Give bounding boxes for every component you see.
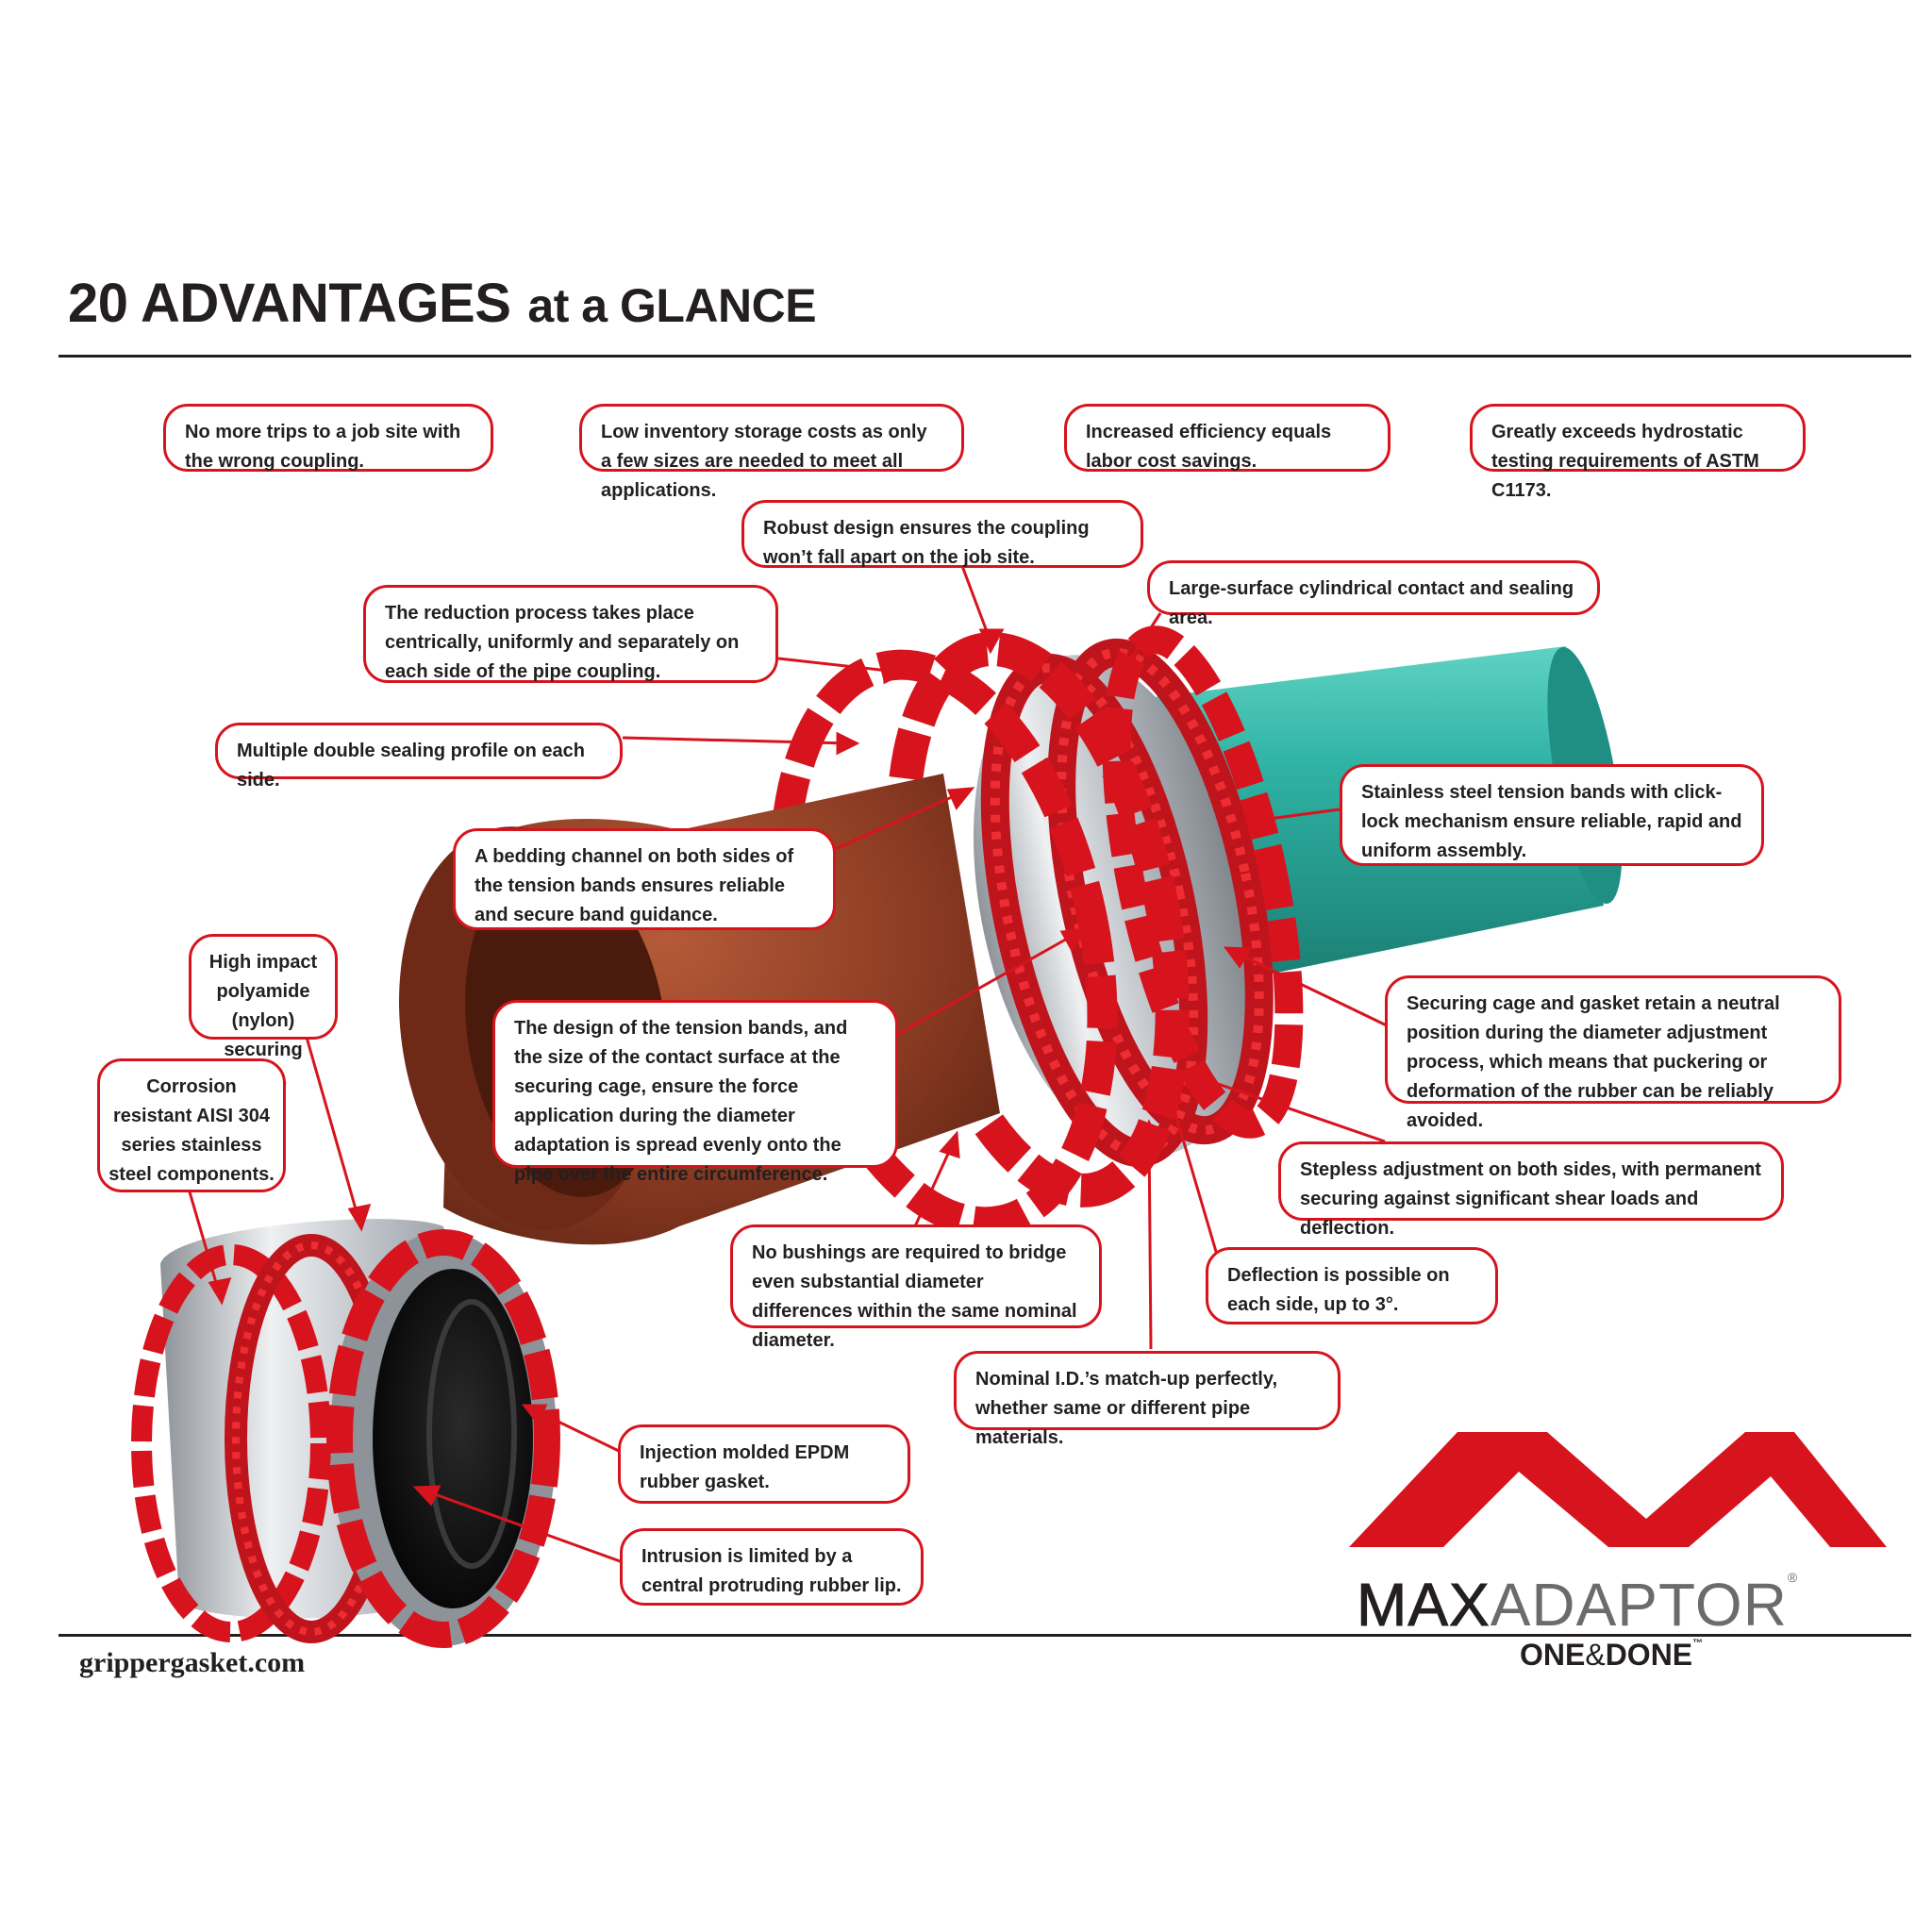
registered-mark: ® xyxy=(1787,1570,1799,1585)
callout-hydrostatic: Greatly exceeds hydrostatic testing requ… xyxy=(1470,404,1806,501)
callout-deflection: Deflection is possible on each side, up … xyxy=(1206,1247,1498,1324)
callout-contact-area: Large-surface cylindrical contact and se… xyxy=(1147,560,1600,628)
callout-stepless-adjustment: Stepless adjustment on both sides, with … xyxy=(1278,1141,1784,1239)
tagline-right: DONE xyxy=(1605,1638,1693,1672)
callout-epdm-gasket: Injection molded EPDM rubber gasket. xyxy=(618,1424,910,1504)
callout-neutral-position: Securing cage and gasket retain a neutra… xyxy=(1385,975,1841,1131)
title-main: 20 ADVANTAGES xyxy=(68,273,511,334)
callout-sealing-profile: Multiple double sealing profile on each … xyxy=(215,723,623,791)
callout-force-application: The design of the tension bands, and the… xyxy=(492,1000,898,1185)
website-url: grippergasket.com xyxy=(79,1647,306,1678)
callout-tension-bands: Stainless steel tension bands with click… xyxy=(1340,764,1764,866)
maxadaptor-logo-mark xyxy=(1349,1432,1887,1547)
callout-securing-cage: High impact polyamide (nylon) securing c… xyxy=(189,934,338,1090)
callout-no-bushings: No bushings are required to bridge even … xyxy=(730,1224,1102,1351)
brand-tagline: ONE&DONE™ xyxy=(1520,1638,1703,1673)
bottom-divider xyxy=(58,1634,1911,1637)
standalone-coupling xyxy=(131,1219,560,1648)
callout-labor-savings: Increased efficiency equals labor cost s… xyxy=(1064,404,1391,472)
callout-stainless-steel: Corrosion resistant AISI 304 series stai… xyxy=(97,1058,286,1192)
callout-low-inventory: Low inventory storage costs as only a fe… xyxy=(579,404,964,501)
title-sub: at a GLANCE xyxy=(527,279,817,332)
page-title: 20 ADVANTAGES at a GLANCE xyxy=(68,272,817,335)
callout-reduction-process: The reduction process takes place centri… xyxy=(363,585,778,683)
callout-nominal-id: Nominal I.D.’s match-up perfectly, wheth… xyxy=(954,1351,1341,1448)
main-coupling xyxy=(769,625,1304,1238)
callout-robust-design: Robust design ensures the coupling won’t… xyxy=(741,500,1143,568)
trademark-mark: ™ xyxy=(1692,1638,1704,1649)
callout-bedding-channel: A bedding channel on both sides of the t… xyxy=(453,828,836,930)
brand-wordmark: MAXADAPTOR® xyxy=(1357,1570,1798,1640)
brand-name-light: ADAPTOR xyxy=(1490,1571,1788,1639)
brand-name-bold: MAX xyxy=(1357,1571,1491,1640)
callout-leaders xyxy=(187,565,1393,1564)
tagline-left: ONE xyxy=(1520,1638,1586,1672)
tagline-amp: & xyxy=(1585,1638,1606,1672)
callout-wrong-coupling: No more trips to a job site with the wro… xyxy=(163,404,493,472)
callout-intrusion-limited: Intrusion is limited by a central protru… xyxy=(620,1528,924,1606)
top-divider xyxy=(58,355,1911,358)
